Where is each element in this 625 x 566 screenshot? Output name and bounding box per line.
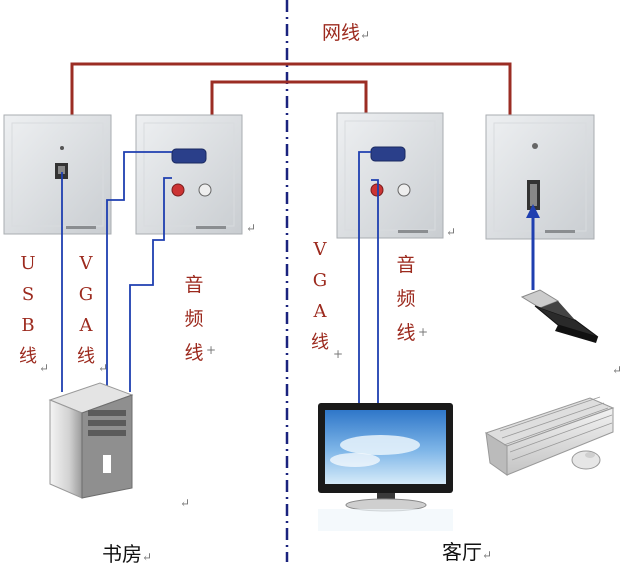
plus-mark: + xyxy=(333,347,344,361)
usb-cable-label: U S B 线 xyxy=(19,253,37,367)
audio-cable-label-living: 音 频 线 xyxy=(396,254,416,344)
vga-cable-label-study: V G A 线 xyxy=(77,253,95,367)
signal-cable-lines xyxy=(61,151,379,410)
wall-plate-usb-living xyxy=(485,114,595,240)
usb-dongle-arrowhead xyxy=(526,204,540,218)
plus-mark: + xyxy=(206,343,217,357)
wireless-keyboard-mouse-icon xyxy=(484,396,615,476)
wall-plate-vga-audio-living xyxy=(336,112,444,239)
vga-cable-label-living: V G A 线 xyxy=(311,239,329,353)
return-mark: ↵ xyxy=(39,361,50,375)
wall-plate-usb-study xyxy=(3,114,112,235)
return-mark: ↵ xyxy=(180,496,191,510)
return-mark: ↵ xyxy=(246,221,257,235)
network-cable-lines xyxy=(70,62,512,115)
return-mark: ↵ xyxy=(446,225,457,239)
return-mark: ↵ xyxy=(612,363,623,377)
audio-cable-label-study: 音 频 线 xyxy=(184,274,204,364)
return-mark: ↵ xyxy=(98,361,109,375)
network-cable-label: 网线↵ xyxy=(322,22,371,44)
study-room-label: 书房↵ xyxy=(102,542,153,566)
living-room-label: 客厅↵ xyxy=(442,540,493,564)
plus-mark: + xyxy=(418,325,429,339)
desktop-computer-icon xyxy=(48,382,134,499)
wall-plate-vga-audio-study xyxy=(135,114,243,235)
usb-wireless-dongle-icon xyxy=(520,289,599,343)
flat-screen-tv-icon xyxy=(318,403,453,531)
